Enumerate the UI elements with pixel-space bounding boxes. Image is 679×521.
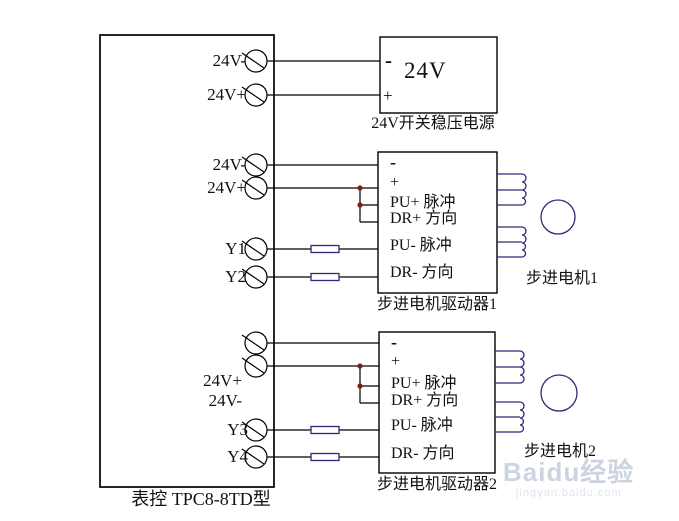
- junction-dot: [357, 202, 363, 208]
- terminal-y2: [241, 265, 268, 289]
- motor1-circle: [540, 199, 576, 235]
- baidu-watermark-logo: Baidu经验: [503, 457, 635, 487]
- terminal-y1: [241, 237, 268, 261]
- baidu-watermark-url: jingyan.baidu.com: [516, 487, 622, 499]
- plc-box: [99, 34, 275, 488]
- junction-dot: [357, 383, 363, 389]
- motor2-phase-a-leads: [495, 350, 520, 384]
- driver2-wires: [267, 342, 379, 458]
- resistor-y4: [310, 452, 340, 462]
- motor2-symbol: [495, 350, 578, 433]
- terminal-y4: [241, 445, 268, 469]
- motor1-phase-a-coil: [521, 173, 527, 206]
- terminal-24v-plus-b: [241, 176, 268, 200]
- motor1-symbol: [497, 173, 576, 258]
- terminal-24v-minus-b: [241, 153, 268, 177]
- junction-dot: [357, 363, 363, 369]
- plc-terminals: [241, 49, 268, 469]
- terminal-y3: [241, 418, 268, 442]
- driver1-box: [377, 151, 498, 294]
- motor2-phase-b-coil: [519, 401, 525, 433]
- supply-wires: [267, 60, 380, 96]
- terminal-24v-minus-a: [241, 49, 268, 73]
- driver2-box: [378, 331, 496, 474]
- power-supply-box: [379, 36, 498, 114]
- driver1-wires: [267, 164, 378, 278]
- motor2-phase-b-leads: [495, 401, 520, 433]
- motor2-circle: [540, 374, 578, 412]
- series-resistors: [310, 244, 340, 462]
- motor1-phase-a-leads: [497, 173, 522, 206]
- motor2-phase-a-coil: [519, 350, 525, 384]
- resistor-y2: [310, 272, 340, 282]
- terminal-24v-minus-c: [241, 331, 268, 355]
- terminal-24v-plus-a: [241, 83, 268, 107]
- motor1-phase-b-coil: [521, 226, 527, 258]
- terminal-24v-plus-c: [241, 354, 268, 378]
- junction-dot: [357, 185, 363, 191]
- resistor-y1: [310, 244, 340, 254]
- motor1-phase-b-leads: [497, 226, 522, 258]
- resistor-y3: [310, 425, 340, 435]
